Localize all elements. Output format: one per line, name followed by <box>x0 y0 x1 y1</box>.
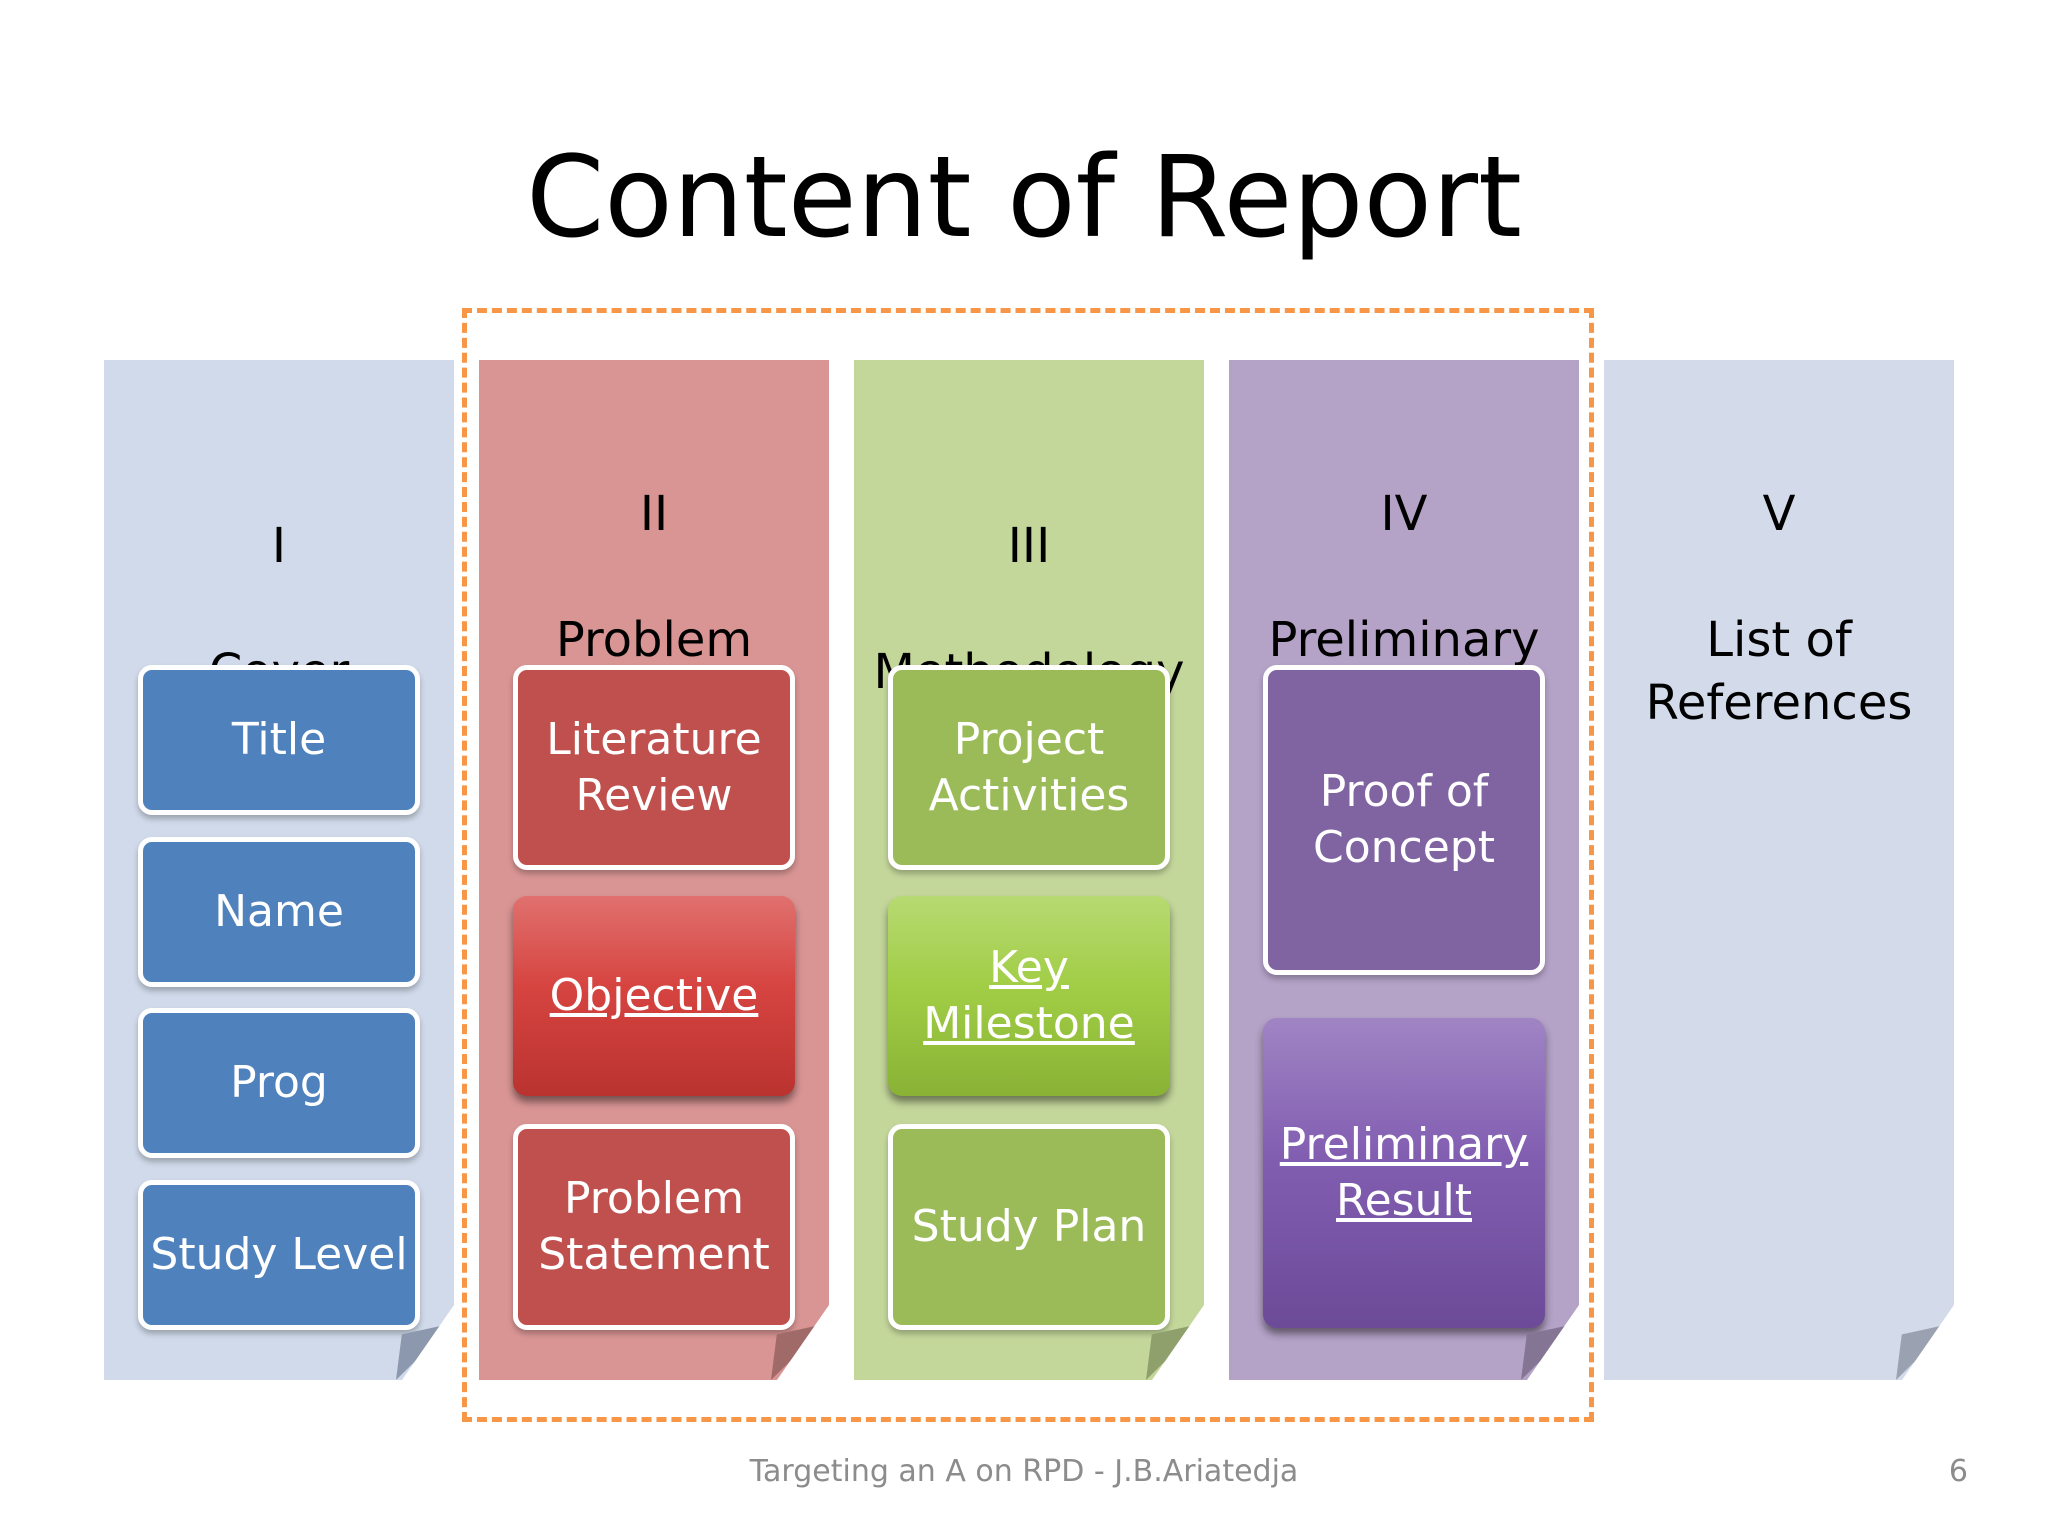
box-proof-of-concept: Proof of Concept <box>1263 665 1545 975</box>
column-list-of-references: V List of References <box>1604 360 1954 1380</box>
box-project-activities: Project Activities <box>888 665 1170 870</box>
column-numeral: II <box>639 486 669 542</box>
box-objective[interactable]: Objective <box>513 896 795 1096</box>
box-study-level: Study Level <box>138 1180 420 1330</box>
page-fold-corner <box>1896 1323 1954 1380</box>
column-numeral: V <box>1762 486 1796 542</box>
column-problem-formulation: II Problem Formulation Literature Review… <box>479 360 829 1380</box>
box-prog: Prog <box>138 1008 420 1158</box>
box-study-plan: Study Plan <box>888 1124 1170 1330</box>
page-fold-corner <box>396 1323 454 1380</box>
box-literature-review: Literature Review <box>513 665 795 870</box>
slide-footer: Targeting an A on RPD - J.B.Ariatedja <box>749 1454 1299 1489</box>
box-title: Title <box>138 665 420 815</box>
box-key-milestone[interactable]: Key Milestone <box>888 896 1170 1096</box>
column-title: List of References <box>1645 612 1913 731</box>
column-preliminary-analysis: IV Preliminary Analysis Proof of Concept… <box>1229 360 1579 1380</box>
column-heading-list-of-references: V List of References <box>1604 420 1954 735</box>
highlight-dashed-frame <box>462 308 1594 1422</box>
box-name: Name <box>138 837 420 987</box>
column-numeral: IV <box>1380 486 1428 542</box>
slide-title: Content of Report <box>526 133 1522 263</box>
box-preliminary-result[interactable]: Preliminary Result <box>1263 1018 1545 1328</box>
column-cover: I Cover Title Name Prog Study Level <box>104 360 454 1380</box>
column-numeral: III <box>1007 518 1051 574</box>
page-number: 6 <box>1948 1454 1968 1489</box>
box-problem-statement: Problem Statement <box>513 1124 795 1330</box>
column-numeral: I <box>271 518 287 574</box>
column-methodology: III Methodology Project Activities Key M… <box>854 360 1204 1380</box>
